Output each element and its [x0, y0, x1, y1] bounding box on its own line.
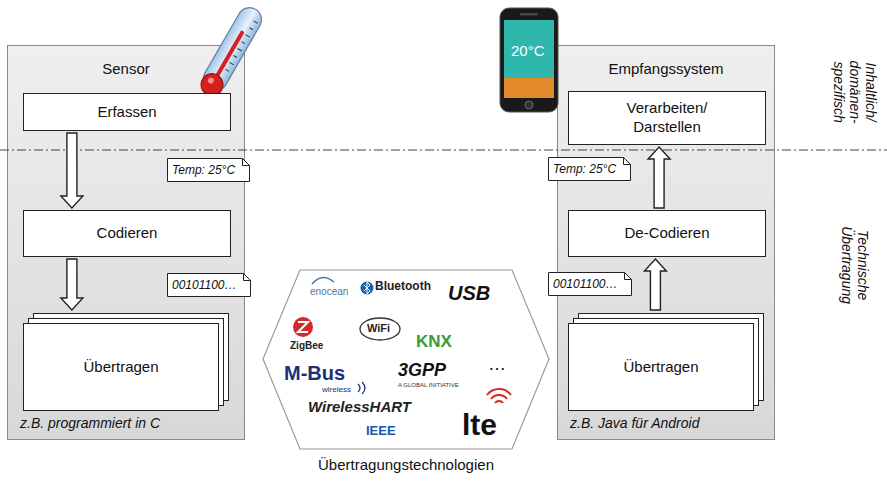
note-outline [168, 274, 251, 297]
process-box: Übertragen [568, 323, 754, 411]
logo-text: Bluetooth [375, 280, 431, 294]
logo-text: KNX [416, 332, 452, 352]
block-arrow [644, 259, 666, 310]
note-text: 00101100… [548, 277, 618, 291]
box-label: Übertragen [623, 358, 698, 377]
note-fold [243, 159, 250, 166]
ellipsis-text: … [488, 354, 506, 375]
panel-title: Empfangssystem [558, 60, 774, 77]
note-outline [549, 158, 631, 181]
panel-footnote: z.B. programmiert in C [20, 415, 160, 431]
logo-text: ZigBee [290, 340, 323, 352]
box-label: Übertragen [83, 358, 158, 377]
note-outline [549, 273, 632, 296]
data-note: 00101100… [548, 272, 632, 296]
note-text: Temp: 25°C [167, 163, 235, 177]
block-arrow [648, 147, 670, 208]
logo-text: A GLOBAL INITIATIVE [398, 382, 459, 389]
hexagon-outline [263, 270, 549, 449]
note-outline [168, 159, 250, 182]
system-panel: Sensor z.B. programmiert in C ErfassenTemp… [7, 45, 245, 440]
logo-text: lte [462, 408, 497, 443]
box-label: De-Codieren [624, 224, 709, 243]
note-text: 00101100… [167, 278, 237, 292]
process-box: Erfassen [23, 93, 231, 131]
box-label: Erfassen [97, 103, 156, 122]
technology-hexagon: enocean Bluetooth USB ZigBee WiFiKNX M-Buswir… [262, 268, 550, 478]
note-fold [625, 273, 632, 280]
layer-separator [0, 149, 887, 150]
block-arrow [61, 133, 83, 208]
phone-illustration [500, 8, 558, 112]
logo-text: M-Bus [284, 362, 345, 385]
box-label: Verarbeiten/ Darstellen [612, 99, 722, 137]
logo-text: wireless [322, 385, 351, 394]
data-note: 00101100… [167, 273, 251, 297]
logo-text: enocean [310, 286, 348, 298]
process-box: Verarbeiten/ Darstellen [568, 91, 766, 145]
block-arrow [61, 259, 83, 310]
note-fold [624, 158, 631, 165]
note-text: Temp: 25°C [548, 162, 616, 176]
logo-text: WiFi [367, 322, 390, 335]
data-note: Temp: 25°C [167, 158, 250, 182]
logo-text: 3GPP [398, 360, 446, 381]
logo-text: IEEE [366, 424, 396, 439]
layer-label: Inhaltlich/ domänen- spezifisch [831, 47, 879, 137]
process-box: Codieren [23, 210, 231, 257]
thermometer-illustration [196, 3, 266, 100]
hexagon-caption: Übertragungstechnologien [262, 456, 550, 473]
system-panel: Empfangssystem z.B. Java für Android Verar… [557, 45, 775, 440]
layer-label: Technische Übertragung [839, 215, 871, 315]
logo-text: USB [448, 282, 490, 305]
note-fold [244, 274, 251, 281]
logo-text: WirelessHART [308, 398, 411, 415]
screen-temperature: 20°C [511, 42, 545, 59]
technology-logos [293, 277, 511, 403]
box-label: Codieren [97, 224, 158, 243]
process-box: De-Codieren [568, 210, 766, 257]
panel-footnote: z.B. Java für Android [570, 415, 699, 431]
process-box: Übertragen [23, 323, 219, 411]
data-note: Temp: 25°C [548, 157, 631, 181]
panel-title: Sensor [8, 60, 244, 77]
